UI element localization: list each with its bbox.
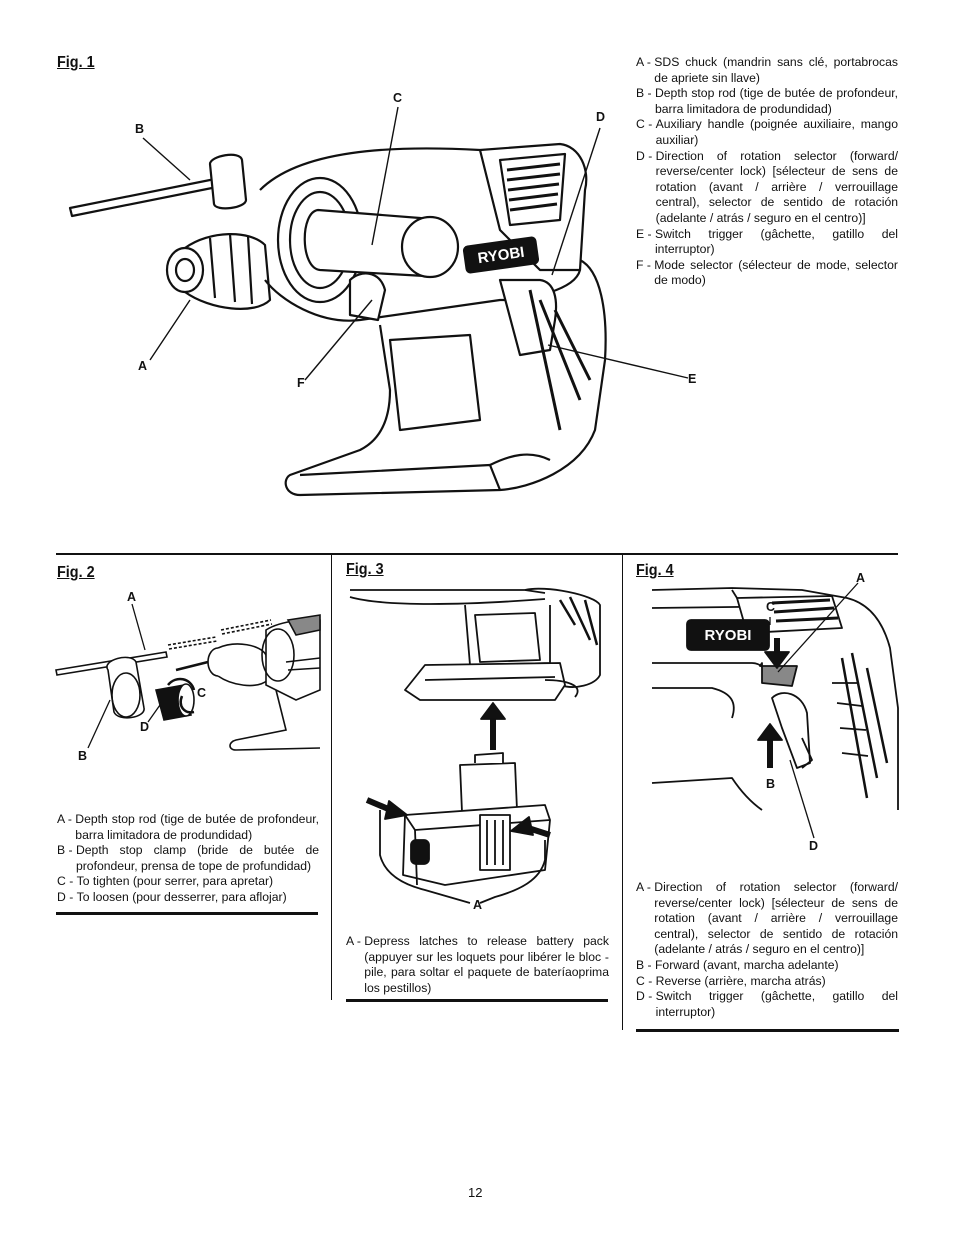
fig1-legend-item: A - SDS chuck (mandrin sans clé, portabr… — [636, 55, 898, 85]
fig3-battery-release-illustration — [349, 587, 601, 904]
fig1-legend-item: E - Switch trigger (gâchette, gatillo de… — [636, 226, 898, 257]
fig1-leader-lines — [142, 106, 689, 381]
fig4-legend-item: B - Forward (avant, marcha adelante) — [636, 957, 839, 972]
section-divider-top — [56, 553, 898, 555]
fig4-direction-selector-illustration: RYOBI — [651, 587, 899, 811]
fig1-title: Fig. 1 — [57, 54, 95, 71]
fig3-title: Fig. 3 — [346, 561, 384, 578]
fig4-legend-item: A - Direction of rotation selector (forw… — [636, 880, 898, 957]
fig2-legend-item: B - Depth stop clamp (bride de butée de … — [57, 843, 319, 873]
fig4-title: Fig. 4 — [636, 562, 674, 579]
column-divider-1 — [331, 555, 332, 1000]
fig2-leader-lines — [87, 603, 161, 749]
fig2-legend-item: A - Depth stop rod (tige de butée de pro… — [57, 812, 319, 842]
fig2-label-c: C — [197, 686, 207, 700]
fig3-legend-item: A - Depress latches to release battery p… — [346, 934, 609, 995]
fig4-label-d: D — [809, 839, 819, 853]
fig2-label-b: B — [78, 749, 88, 763]
fig1-legend-item: D - Direction of rotation selector (forw… — [636, 148, 898, 225]
fig1-label-d: D — [596, 110, 606, 124]
fig1-label-b: B — [135, 122, 145, 136]
fig2-legend-item: D - To loosen (pour desserrer, para aflo… — [57, 889, 287, 904]
fig1-legend-item: C - Auxiliary handle (poignée auxiliaire… — [636, 117, 898, 147]
fig4-label-b: B — [766, 777, 776, 791]
fig1-hammer-drill-illustration: RYOBI — [68, 142, 607, 497]
fig2-bottom-rule — [56, 912, 318, 915]
fig4-legend: A - Direction of rotation selector (forw… — [636, 880, 898, 1020]
fig3-label-a: A — [473, 898, 483, 912]
fig1-label-a: A — [138, 359, 148, 373]
fig3-bottom-rule — [346, 999, 608, 1002]
fig4-label-a: A — [856, 571, 866, 585]
fig2-legend-item: C - To tighten (pour serrer, para apreta… — [57, 874, 274, 889]
fig4-label-c: C — [766, 600, 776, 614]
fig1-legend-item: B - Depth stop rod (tige de butée de pro… — [636, 86, 898, 116]
fig1-legend-item: F - Mode selector (sélecteur de mode, se… — [636, 257, 898, 288]
fig1-legend: A - SDS chuck (mandrin sans clé, portabr… — [636, 55, 898, 289]
fig2-label-a: A — [127, 590, 137, 604]
fig2-label-d: D — [140, 720, 150, 734]
fig4-bottom-rule — [636, 1029, 899, 1032]
fig4-brand-logo: RYOBI — [705, 627, 752, 644]
column-divider-2 — [622, 555, 623, 1030]
fig4-leader-lines — [769, 582, 859, 839]
fig1-label-f: F — [297, 376, 305, 390]
fig2-legend: A - Depth stop rod (tige de butée de pro… — [57, 812, 319, 906]
fig3-legend: A - Depress latches to release battery p… — [346, 934, 609, 996]
fig1-label-e: E — [688, 372, 697, 386]
fig1-brand-logo: RYOBI — [477, 244, 526, 267]
fig1-label-c: C — [393, 91, 403, 105]
page-number: 12 — [468, 1185, 483, 1200]
fig2-depth-stop-illustration — [55, 614, 321, 751]
fig4-legend-item: C - Reverse (arrière, marcha atrás) — [636, 973, 826, 988]
fig4-legend-item: D - Switch trigger (gâchette, gatillo de… — [636, 989, 898, 1019]
fig2-title: Fig. 2 — [57, 564, 95, 581]
